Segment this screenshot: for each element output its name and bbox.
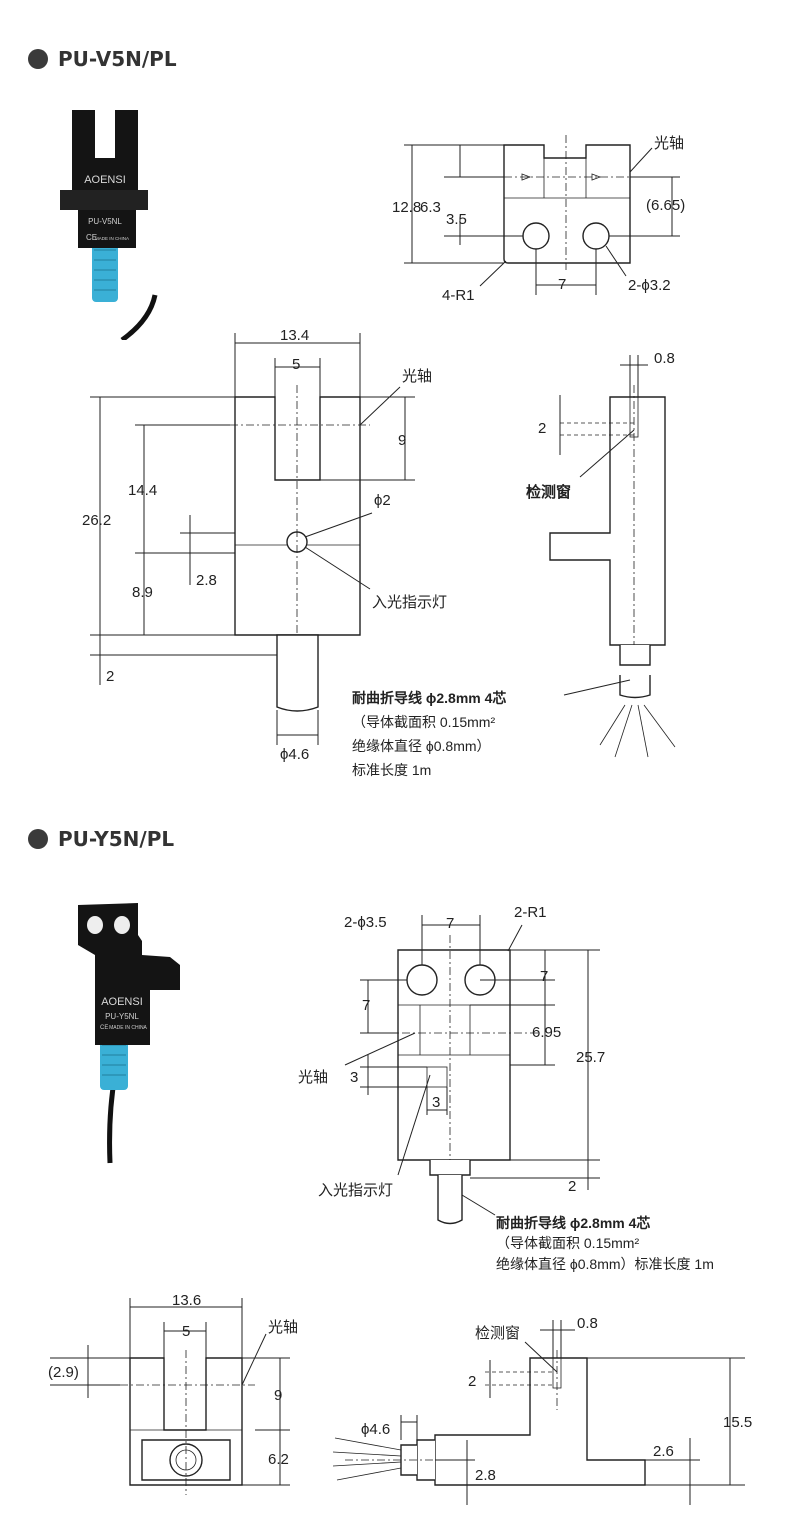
- callout-holes: 2-ϕ3.2: [628, 277, 671, 294]
- dim-3-bottom: 3: [432, 1094, 440, 1111]
- dim-8-9: 8.9: [132, 584, 153, 601]
- dim-15-5: 15.5: [723, 1414, 752, 1431]
- optical-arrows: [521, 173, 602, 181]
- cable-black: [120, 294, 158, 340]
- dim-26-2: 26.2: [82, 512, 111, 529]
- top-view-drawing-y5n: 13.6 5 (2.9) 9 6.2 光轴: [48, 1292, 298, 1495]
- dim-2-8-y5n: 2.8: [475, 1467, 496, 1484]
- dim-2-6: 2.6: [653, 1443, 674, 1460]
- photo-model-label: PU-Y5NL: [105, 1012, 139, 1021]
- section-title-text: PU-Y5N/PL: [58, 827, 175, 851]
- cable-note-line-1: 耐曲折导线 ϕ2.8mm 4芯: [352, 690, 506, 706]
- dim-7-left: 7: [362, 997, 370, 1014]
- photo-model-label: PU-V5NL: [88, 217, 122, 226]
- side-view-outline: [549, 396, 666, 646]
- photo-brand-label: AOENSI: [101, 996, 143, 1008]
- front-view-drawing-y5n: 2-ϕ3.5 7 2-R1 7 7 6.95 25.7 3 3 2 光轴 入光指…: [298, 904, 714, 1272]
- callout-indicator: 入光指示灯: [372, 594, 447, 611]
- dim-7: 7: [558, 276, 566, 293]
- dim-9-y5n: 9: [274, 1387, 282, 1404]
- photo-ce-mark: CE: [86, 233, 97, 242]
- cable-note-line-3: 绝缘体直径 ϕ0.8mm）: [352, 738, 491, 754]
- dim-0-8-y5n: 0.8: [577, 1315, 598, 1332]
- section-title-pu-y5n: PU-Y5N/PL: [28, 827, 174, 851]
- callout-optical-axis-top: 光轴: [268, 1319, 298, 1336]
- dim-2-phi-3-5: 2-ϕ3.5: [344, 914, 387, 931]
- mount-hole-right: [582, 222, 610, 250]
- front-view-drawing-v5n: 13.4 5 9 14.4 26.2 8.9 2.8 2 ϕ4.6 ϕ2 光轴 …: [82, 327, 506, 778]
- mount-hole-left: [406, 964, 438, 996]
- sensor-housing: [78, 903, 180, 1045]
- dim-2-8: 2.8: [196, 572, 217, 589]
- cable-note-line-2: （导体截面积 0.15mm²: [496, 1235, 639, 1251]
- cable-sleeve: [92, 240, 118, 302]
- dim-2-9: (2.9): [48, 1364, 79, 1381]
- dim-5: 5: [292, 356, 300, 373]
- dim-phi-4-6-y5n: ϕ4.6: [361, 1421, 390, 1438]
- sensor-housing: [60, 110, 148, 248]
- cable-sleeve: [100, 1035, 128, 1090]
- callout-window-y5n: 检测窗: [475, 1324, 520, 1342]
- dim-2: 2: [106, 668, 114, 685]
- dim-3-5: 3.5: [446, 211, 467, 228]
- dim-9: 9: [398, 432, 406, 449]
- dim-13-4: 13.4: [280, 327, 309, 344]
- cable-stub: [276, 634, 319, 712]
- product-photo-pu-y5n: AOENSI PU-Y5NL CE MADE IN CHINA: [78, 903, 180, 1164]
- cable-note-line-2: （导体截面积 0.15mm²: [352, 714, 495, 730]
- dim-7-right: 7: [540, 968, 548, 985]
- callout-radius: 4-R1: [442, 287, 475, 304]
- top-view-drawing-v5n: 6.3 12.8 3.5 (6.65) 7 光轴 4-R1 2-ϕ3.2: [392, 135, 685, 304]
- dim-6-95: 6.95: [532, 1024, 561, 1041]
- dim-5-y5n: 5: [182, 1323, 190, 1340]
- dim-6-65: (6.65): [646, 197, 685, 214]
- front-view-outline: [234, 396, 361, 636]
- cable-entry: [169, 1443, 203, 1477]
- section-title-pu-v5n: PU-V5N/PL: [28, 47, 177, 71]
- dim-14-4: 14.4: [128, 482, 157, 499]
- product-photo-pu-v5n: AOENSI PU-V5NL CE MADE IN CHINA: [60, 110, 158, 340]
- dim-2-y5n-side: 2: [468, 1373, 476, 1390]
- cable-note-line-4: 标准长度 1m: [352, 762, 431, 778]
- side-view-drawing-v5n: 0.8 2 检测窗: [526, 350, 676, 758]
- dim-6-3: 6.3: [420, 199, 441, 216]
- dim-phi-2: ϕ2: [374, 492, 391, 509]
- mount-hole-left: [522, 222, 550, 250]
- dim-0-8: 0.8: [654, 350, 675, 367]
- cable-note-line-1: 耐曲折导线 ϕ2.8mm 4芯: [496, 1215, 650, 1231]
- callout-window: 检测窗: [526, 483, 571, 501]
- bullet-icon: [28, 829, 48, 849]
- photo-made-in: MADE IN CHINA: [109, 1025, 147, 1031]
- top-view-outline: [503, 144, 631, 264]
- dim-2-side: 2: [538, 420, 546, 437]
- dim-6-2: 6.2: [268, 1451, 289, 1468]
- callout-optical-axis-front: 光轴: [402, 368, 432, 385]
- callout-optical-axis-y5n: 光轴: [298, 1069, 328, 1086]
- photo-made-in: MADE IN CHINA: [95, 236, 129, 241]
- bullet-icon: [28, 49, 48, 69]
- dim-2-bottom: 2: [568, 1178, 576, 1195]
- dim-13-6: 13.6: [172, 1292, 201, 1309]
- dim-3-left: 3: [350, 1069, 358, 1086]
- cable-note-line-3: 绝缘体直径 ϕ0.8mm）标准长度 1m: [496, 1256, 714, 1272]
- side-view-drawing-y5n: 0.8 2 15.5 ϕ4.6 2.6 2.8 检测窗: [332, 1315, 752, 1505]
- dim-2-r1: 2-R1: [514, 904, 547, 921]
- photo-ce-mark: CE: [100, 1025, 108, 1031]
- dim-25-7: 25.7: [576, 1049, 605, 1066]
- dim-12-8: 12.8: [392, 199, 421, 216]
- section-title-text: PU-V5N/PL: [58, 47, 177, 71]
- callout-indicator-y5n: 入光指示灯: [318, 1182, 393, 1199]
- dim-7-top: 7: [446, 915, 454, 932]
- dim-phi-4-6: ϕ4.6: [280, 746, 309, 763]
- photo-brand-label: AOENSI: [84, 174, 126, 186]
- callout-optical-axis: 光轴: [654, 135, 684, 152]
